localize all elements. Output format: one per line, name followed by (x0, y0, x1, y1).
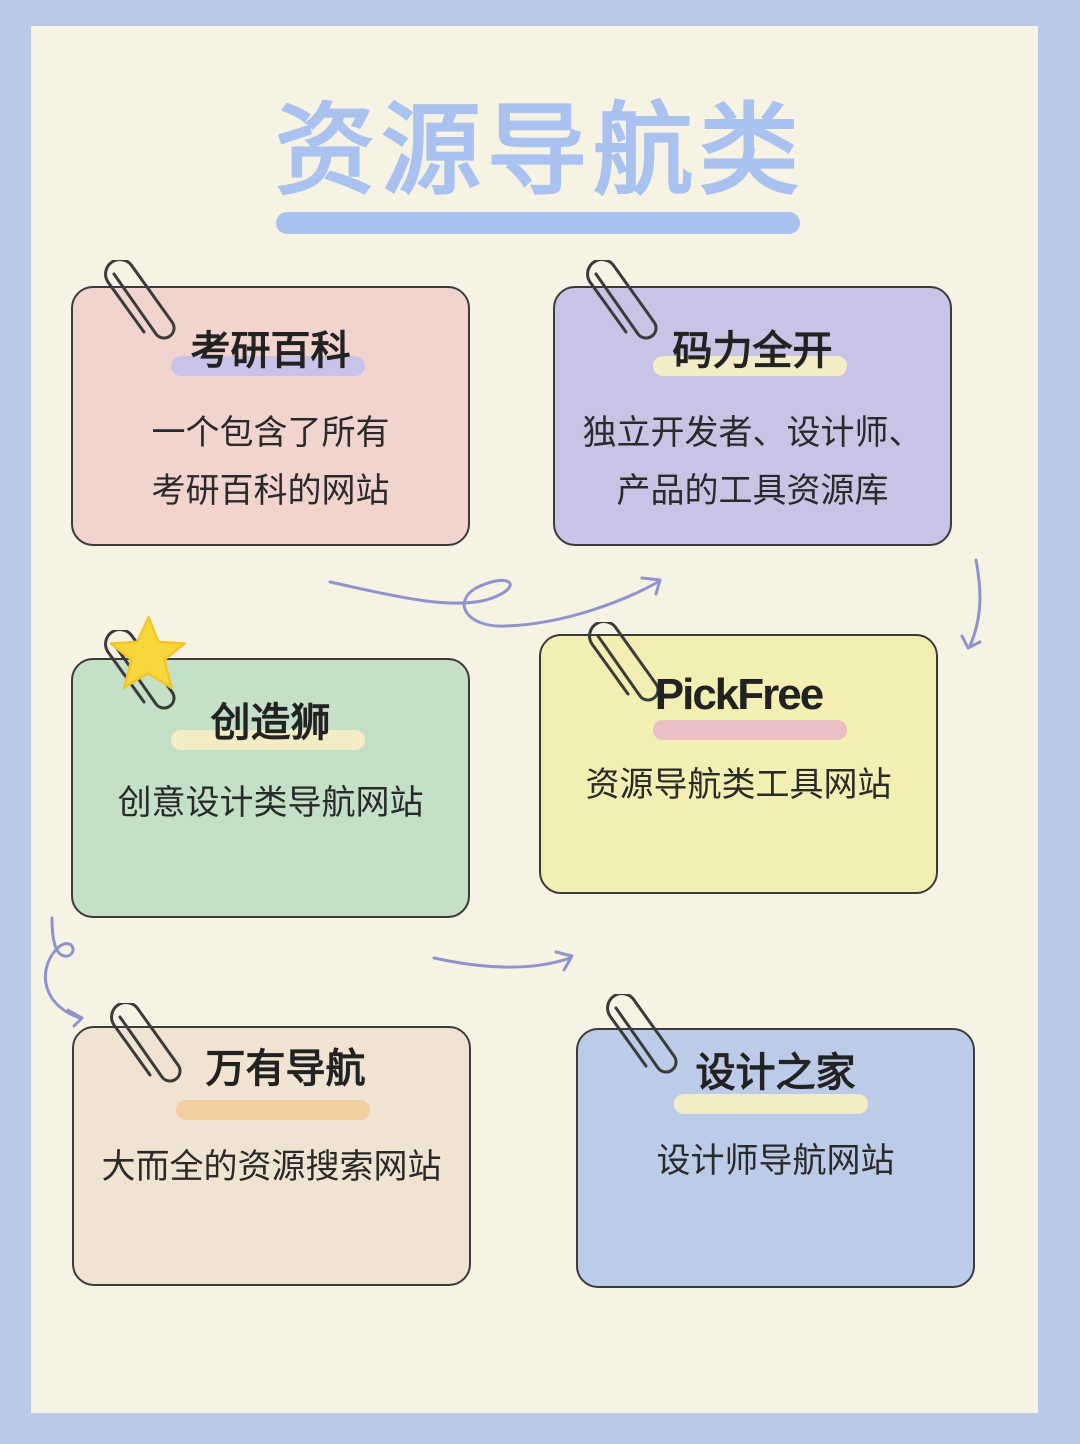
card-description: 设计师导航网站 (656, 1141, 895, 1181)
card-description: 大而全的资源搜索网站 (101, 1147, 442, 1187)
title-underline (276, 212, 800, 234)
paperclip-icon (586, 260, 658, 340)
star-icon (109, 616, 186, 690)
paperclip-icon (588, 622, 660, 702)
card-pickfree[interactable]: PickFree 资源导航类工具网站 (539, 634, 938, 894)
card-title: PickFree (654, 670, 824, 719)
card-sheji-zhijia[interactable]: 设计之家 设计师导航网站 (576, 1028, 975, 1288)
paperclip-icon (110, 1003, 182, 1083)
title-highlight (653, 720, 847, 740)
title-highlight (176, 1100, 370, 1120)
title-highlight (674, 1094, 868, 1114)
curly-arrow-icon (328, 576, 662, 628)
loop-arrow-icon (44, 916, 84, 1028)
card-wanyou-daohang[interactable]: 万有导航 大而全的资源搜索网站 (72, 1026, 471, 1286)
paperclip-icon (104, 630, 176, 710)
right-arrow-icon (432, 950, 574, 972)
card-kaoyan-baike[interactable]: 考研百科 一个包含了所有 考研百科的网站 (71, 286, 470, 546)
card-description: 资源导航类工具网站 (585, 765, 892, 805)
page-title: 资源导航类 (275, 92, 805, 209)
title-highlight (171, 730, 365, 750)
title-highlight (171, 356, 365, 376)
card-title: 考研百科 (190, 328, 351, 374)
paperclip-icon (606, 994, 678, 1074)
card-title: 码力全开 (672, 328, 833, 374)
card-description: 一个包含了所有 考研百科的网站 (151, 413, 390, 511)
card-mali-quankai[interactable]: 码力全开 独立开发者、设计师、 产品的工具资源库 (553, 286, 952, 546)
card-title: 设计之家 (695, 1050, 856, 1096)
card-description: 独立开发者、设计师、 产品的工具资源库 (582, 413, 923, 511)
card-chuangzaoshi[interactable]: 创造狮 创意设计类导航网站 (71, 658, 470, 918)
down-arrow-icon (960, 558, 982, 650)
card-description: 创意设计类导航网站 (117, 783, 424, 823)
title-highlight (653, 356, 847, 376)
card-title: 创造狮 (210, 700, 331, 746)
card-title: 万有导航 (205, 1046, 366, 1092)
paperclip-icon (104, 260, 176, 340)
